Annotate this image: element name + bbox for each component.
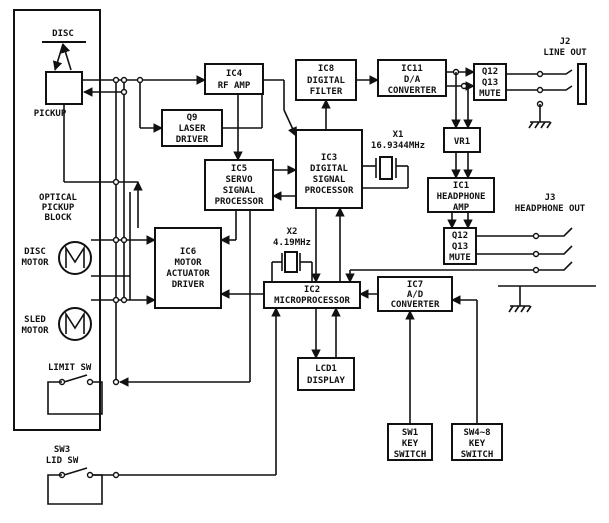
svg-text:IC4: IC4 bbox=[226, 69, 243, 79]
svg-text:LCD1: LCD1 bbox=[315, 364, 337, 374]
svg-text:DRIVER: DRIVER bbox=[172, 280, 205, 290]
svg-text:AMP: AMP bbox=[453, 203, 470, 213]
svg-text:LASER: LASER bbox=[178, 124, 206, 134]
svg-text:IC6: IC6 bbox=[180, 247, 196, 257]
optical-pickup-block-label: OPTICAL PICKUP BLOCK bbox=[39, 193, 78, 223]
sw4-8-key-switch: SW4~8 KEY SWITCH bbox=[451, 423, 503, 461]
ic7-ad-converter: IC7 A/D CONVERTER bbox=[377, 276, 453, 312]
svg-text:SERVO: SERVO bbox=[225, 175, 253, 185]
svg-text:A/D: A/D bbox=[407, 290, 424, 300]
svg-text:HEADPHONE OUT: HEADPHONE OUT bbox=[515, 204, 586, 214]
svg-text:VR1: VR1 bbox=[454, 137, 470, 147]
svg-text:PICKUP: PICKUP bbox=[42, 203, 75, 213]
disc: DISC bbox=[42, 29, 86, 43]
ic8-digital-filter: IC8 DIGITAL FILTER bbox=[295, 59, 357, 101]
sw1-key-switch: SW1 KEY SWITCH bbox=[387, 423, 433, 461]
svg-text:MICROPROCESSOR: MICROPROCESSOR bbox=[274, 296, 350, 306]
svg-text:PROCESSOR: PROCESSOR bbox=[305, 186, 354, 196]
q12-q13-mute-headphone: Q12 Q13 MUTE bbox=[443, 227, 477, 265]
svg-text:Q9: Q9 bbox=[187, 113, 198, 123]
svg-text:Q12: Q12 bbox=[452, 231, 468, 241]
svg-text:SW3: SW3 bbox=[54, 445, 70, 455]
svg-text:16.9344MHz: 16.9344MHz bbox=[371, 141, 425, 151]
svg-text:SLED: SLED bbox=[24, 315, 46, 325]
svg-text:CONVERTER: CONVERTER bbox=[391, 300, 440, 310]
svg-text:Q13: Q13 bbox=[482, 78, 498, 88]
svg-text:J3: J3 bbox=[545, 193, 556, 203]
svg-text:Q12: Q12 bbox=[482, 67, 498, 77]
j2-line-out: J2 LINE OUT bbox=[528, 37, 587, 129]
svg-text:ACTUATOR: ACTUATOR bbox=[166, 269, 210, 279]
lcd1-display: LCD1 DISPLAY bbox=[297, 357, 355, 391]
svg-text:KEY: KEY bbox=[469, 439, 486, 449]
disc-motor: DISC MOTOR bbox=[21, 241, 92, 275]
svg-text:SW1: SW1 bbox=[402, 428, 418, 438]
ic5-servo-signal-processor: IC5 SERVO SIGNAL PROCESSOR bbox=[204, 159, 274, 211]
svg-text:IC1: IC1 bbox=[453, 181, 469, 191]
svg-text:DISC: DISC bbox=[24, 247, 46, 257]
q12-q13-mute-line: Q12 Q13 MUTE bbox=[473, 63, 507, 101]
svg-text:MOTOR: MOTOR bbox=[21, 258, 49, 268]
svg-text:SW4~8: SW4~8 bbox=[463, 428, 490, 438]
svg-text:PROCESSOR: PROCESSOR bbox=[215, 197, 264, 207]
svg-text:J2: J2 bbox=[560, 37, 571, 47]
svg-text:MUTE: MUTE bbox=[479, 89, 501, 99]
svg-text:4.19MHz: 4.19MHz bbox=[273, 238, 311, 248]
svg-text:BLOCK: BLOCK bbox=[44, 213, 72, 223]
pickup: PICKUP bbox=[34, 43, 83, 119]
limit-switch: LIMIT SW bbox=[47, 363, 103, 415]
svg-text:IC8: IC8 bbox=[318, 64, 334, 74]
svg-text:HEADPHONE: HEADPHONE bbox=[437, 192, 486, 202]
svg-text:IC7: IC7 bbox=[407, 280, 423, 290]
svg-text:IC5: IC5 bbox=[231, 164, 247, 174]
ic1-headphone-amp: IC1 HEADPHONE AMP bbox=[427, 177, 495, 213]
svg-text:LINE OUT: LINE OUT bbox=[543, 48, 587, 58]
svg-text:LIMIT SW: LIMIT SW bbox=[48, 363, 92, 373]
svg-text:RF AMP: RF AMP bbox=[218, 81, 251, 91]
svg-text:X2: X2 bbox=[287, 227, 298, 237]
ic4-rf-amp: IC4 RF AMP bbox=[204, 63, 264, 95]
q9-laser-driver: Q9 LASER DRIVER bbox=[161, 109, 223, 147]
svg-text:SIGNAL: SIGNAL bbox=[313, 175, 346, 185]
svg-text:MUTE: MUTE bbox=[449, 253, 471, 263]
x1-crystal: X1 16.9344MHz bbox=[362, 130, 425, 189]
svg-text:MOTOR: MOTOR bbox=[174, 258, 202, 268]
vr1: VR1 bbox=[443, 127, 481, 153]
svg-text:IC3: IC3 bbox=[321, 153, 337, 163]
svg-text:DRIVER: DRIVER bbox=[176, 135, 209, 145]
svg-text:PICKUP: PICKUP bbox=[34, 109, 67, 119]
svg-text:MOTOR: MOTOR bbox=[21, 326, 49, 336]
svg-text:LID SW: LID SW bbox=[46, 456, 79, 466]
ic3-digital-signal-processor: IC3 DIGITAL SIGNAL PROCESSOR bbox=[295, 129, 363, 209]
svg-text:SIGNAL: SIGNAL bbox=[223, 186, 256, 196]
sled-motor: SLED MOTOR bbox=[21, 307, 92, 341]
j3-headphone-out: J3 HEADPHONE OUT bbox=[498, 193, 596, 313]
svg-text:DIGITAL: DIGITAL bbox=[307, 76, 346, 86]
svg-text:IC11: IC11 bbox=[401, 64, 423, 74]
x2-crystal: X2 4.19MHz bbox=[271, 227, 313, 282]
svg-text:X1: X1 bbox=[393, 130, 404, 140]
ic6-motor-actuator-driver: IC6 MOTOR ACTUATOR DRIVER bbox=[154, 227, 222, 309]
svg-text:CONVERTER: CONVERTER bbox=[388, 86, 437, 96]
svg-text:DISPLAY: DISPLAY bbox=[307, 376, 346, 386]
svg-text:OPTICAL: OPTICAL bbox=[39, 193, 78, 203]
svg-text:SWITCH: SWITCH bbox=[461, 450, 494, 460]
svg-text:DIGITAL: DIGITAL bbox=[310, 164, 349, 174]
ic2-microprocessor: IC2 MICROPROCESSOR bbox=[263, 281, 361, 309]
svg-text:KEY: KEY bbox=[402, 439, 419, 449]
svg-text:D/A: D/A bbox=[404, 75, 421, 85]
wiring bbox=[63, 67, 538, 479]
ic11-da-converter: IC11 D/A CONVERTER bbox=[377, 59, 447, 97]
svg-text:IC2: IC2 bbox=[304, 285, 320, 295]
optical-pickup-block-frame bbox=[13, 9, 101, 431]
svg-text:Q13: Q13 bbox=[452, 242, 468, 252]
svg-text:SWITCH: SWITCH bbox=[394, 450, 427, 460]
svg-text:DISC: DISC bbox=[52, 29, 74, 39]
svg-text:FILTER: FILTER bbox=[310, 87, 343, 97]
